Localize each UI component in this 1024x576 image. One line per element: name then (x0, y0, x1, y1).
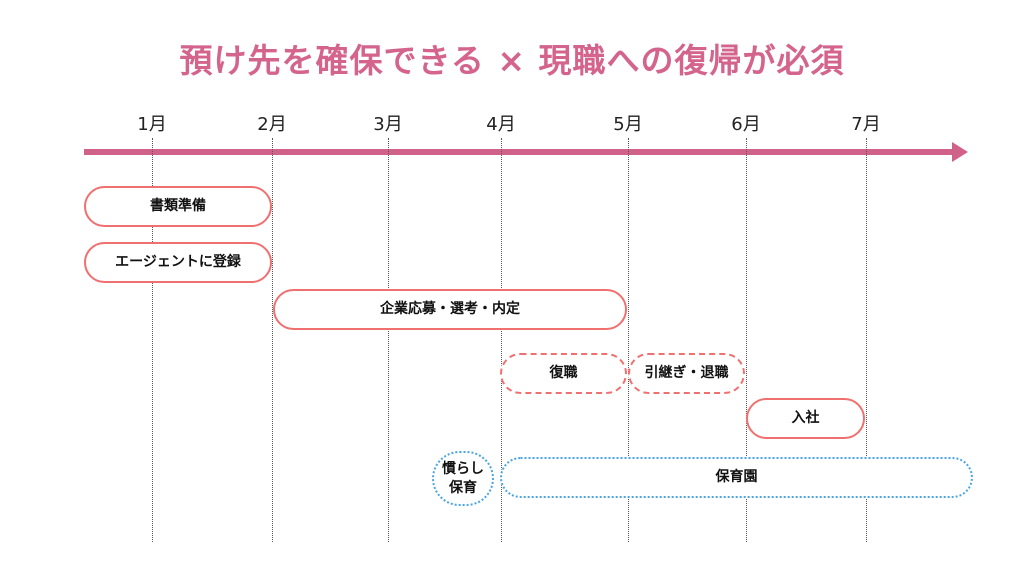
task-label: 入社 (791, 410, 820, 427)
month-gridline (628, 138, 629, 542)
task-handover: 引継ぎ・退職 (628, 353, 745, 394)
month-label: 5月 (613, 114, 643, 135)
task-return: 復職 (500, 353, 627, 394)
month-label: 1月 (137, 114, 167, 135)
month-label: 6月 (731, 114, 761, 135)
month-gridline (272, 138, 273, 542)
task-adjust-childcare: 慣らし 保育 (432, 451, 494, 506)
diagram-title: 預け先を確保できる × 現職への復帰が必須 (179, 41, 845, 80)
task-label: 書類準備 (150, 198, 206, 215)
task-nursery: 保育園 (500, 457, 973, 498)
month-gridline (388, 138, 389, 542)
task-label: 企業応募・選考・内定 (380, 301, 520, 318)
task-documents: 書類準備 (84, 186, 272, 227)
month-gridline (866, 138, 867, 542)
month-label: 2月 (257, 114, 287, 135)
month-gridline (501, 138, 502, 542)
month-label: 7月 (851, 114, 881, 135)
arrow-head-icon (952, 142, 968, 162)
task-label: エージェントに登録 (115, 254, 241, 271)
task-label: 復職 (549, 365, 578, 382)
task-apply: 企業応募・選考・内定 (273, 289, 627, 330)
month-gridline (746, 138, 747, 542)
task-label: 保育園 (715, 469, 758, 486)
task-label: 引継ぎ・退職 (644, 365, 729, 382)
month-label: 3月 (373, 114, 403, 135)
month-label: 4月 (486, 114, 516, 135)
task-join: 入社 (746, 398, 865, 439)
task-agent: エージェントに登録 (84, 242, 272, 283)
timeline-axis (84, 149, 956, 155)
task-label: 保育 (449, 479, 477, 496)
task-label: 慣らし (442, 460, 484, 477)
month-gridline (152, 138, 153, 542)
